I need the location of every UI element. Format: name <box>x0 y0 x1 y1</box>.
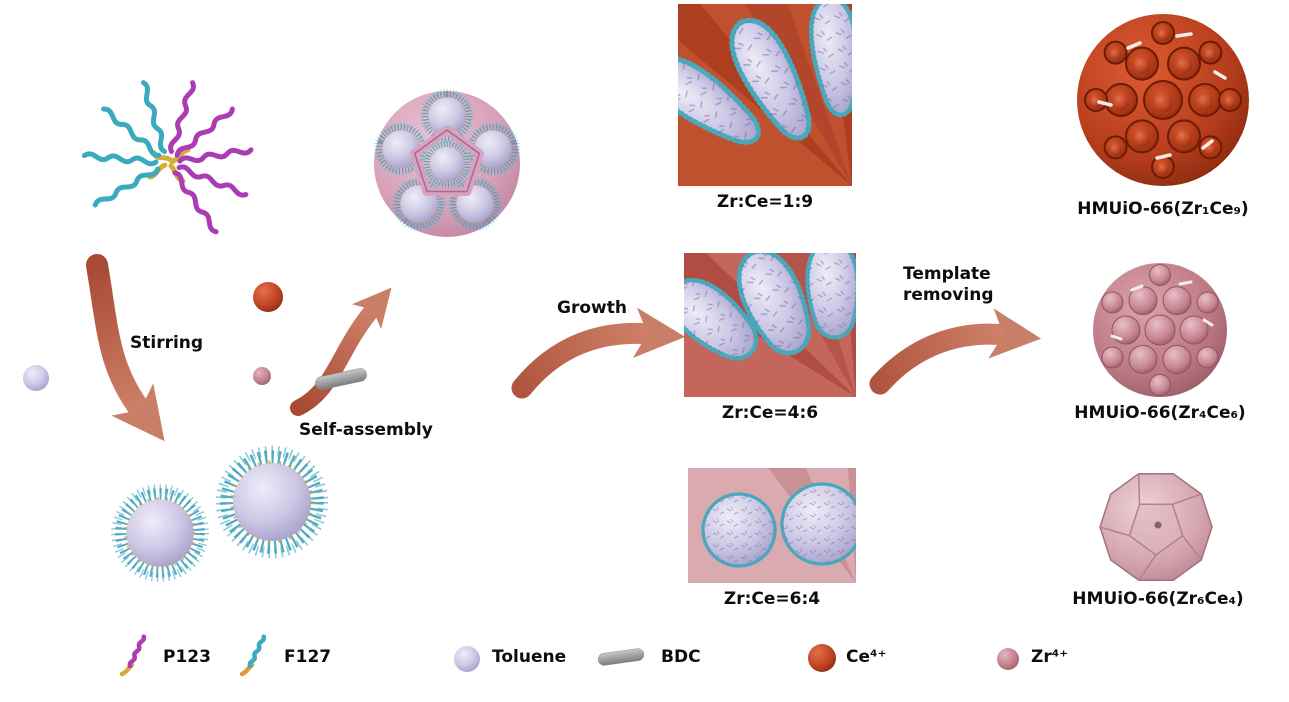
ce-icon <box>808 644 836 672</box>
core-micelle-2 <box>221 451 323 553</box>
growth-label: Growth <box>557 298 627 318</box>
legend-label-bdc: BDC <box>661 647 701 667</box>
template-removing-label: Template removing <box>903 264 994 306</box>
product-sphere-2 <box>1093 263 1227 397</box>
stirring-arrow <box>86 254 165 442</box>
product-label-3: HMUiO-66(Zr₆Ce₄) <box>1072 589 1244 609</box>
product-label-2: HMUiO-66(Zr₄Ce₆) <box>1074 403 1246 423</box>
growth-panel-1 <box>678 4 852 186</box>
micelle-template-dodecahedron <box>374 91 520 237</box>
ratio-label-3: Zr:Ce=6:4 <box>723 589 821 609</box>
legend-label-ce: Ce⁴⁺ <box>846 647 887 667</box>
ratio-label-2: Zr:Ce=4:6 <box>721 403 819 423</box>
core-micelle-1 <box>116 489 204 577</box>
f127-chains <box>84 82 167 207</box>
p123-chains <box>169 82 251 233</box>
legend-label-toluene: Toluene <box>492 647 567 667</box>
growth-arrow <box>511 307 686 399</box>
legend-label-f127: F127 <box>284 647 332 667</box>
growth-panel-3 <box>688 468 856 583</box>
product-label-1: HMUiO-66(Zr₁Ce₉) <box>1077 199 1249 219</box>
f127-icon <box>239 636 265 677</box>
bdc-rod <box>315 368 367 390</box>
toluene-icon <box>454 646 480 672</box>
self-assembly-label: Self-assembly <box>299 420 433 440</box>
p123-icon <box>119 636 145 677</box>
template-removing-arrow <box>869 308 1042 395</box>
zr-icon <box>997 648 1019 670</box>
ratio-label-1: Zr:Ce=1:9 <box>716 192 814 212</box>
ce-ion-sphere <box>253 282 283 312</box>
product-sphere-1 <box>1077 14 1249 186</box>
polymer-micelle-star <box>84 82 251 233</box>
bdc-icon <box>597 648 645 666</box>
product-dodecahedron-3 <box>1099 472 1213 582</box>
legend-icons <box>119 636 1019 677</box>
stirring-label: Stirring <box>130 333 204 353</box>
toluene-droplet <box>23 365 49 391</box>
legend-label-p123: P123 <box>163 647 211 667</box>
legend-label-zr: Zr⁴⁺ <box>1031 647 1069 667</box>
growth-panel-2 <box>684 253 856 397</box>
mof-seed-spheres <box>701 482 856 568</box>
zr-ion-sphere <box>253 367 271 385</box>
self-assembly-arrow <box>290 287 392 416</box>
